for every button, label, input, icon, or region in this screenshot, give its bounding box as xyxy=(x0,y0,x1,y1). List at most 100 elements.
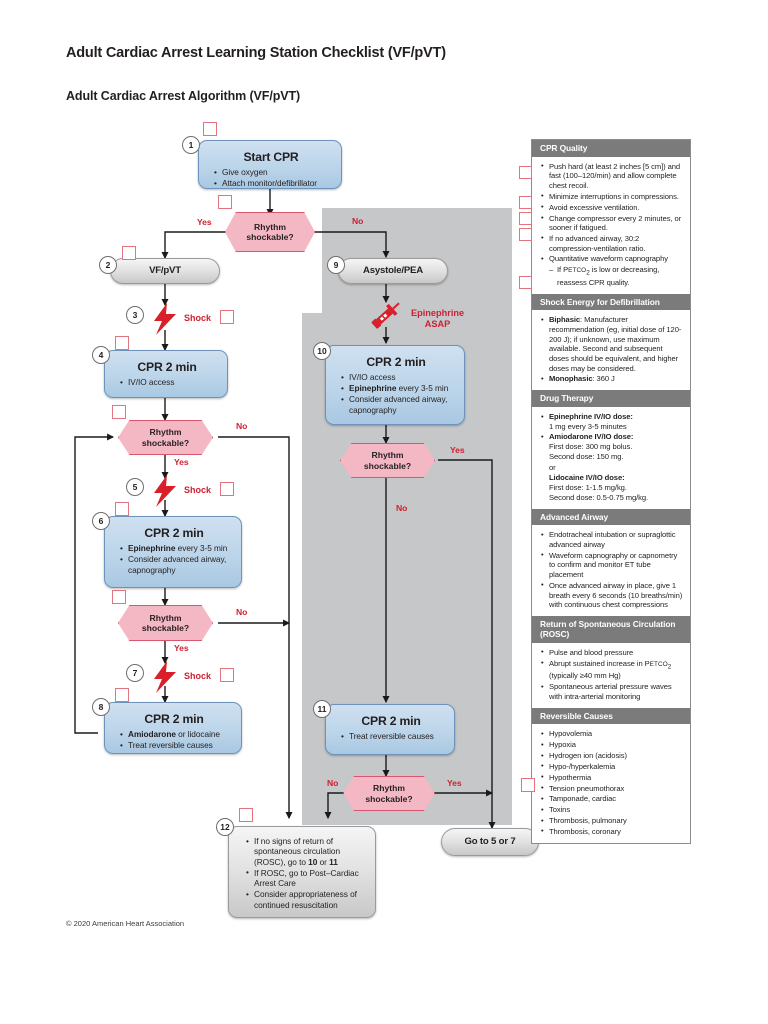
node-11-title: CPR 2 min xyxy=(361,714,421,728)
node-10-title: CPR 2 min xyxy=(366,355,426,369)
label-d2-no: No xyxy=(236,421,248,431)
label-shock-5: Shock xyxy=(184,485,212,495)
syringe-icon xyxy=(371,302,400,329)
node-10-bullet-3: Consider advanced airway, capnography xyxy=(341,394,456,415)
checkbox-decision-3[interactable] xyxy=(112,590,126,604)
node-12-bullet-2: If ROSC, go to Post–Cardiac Arrest Care xyxy=(246,867,367,889)
checkbox-cpr-quality-5[interactable] xyxy=(519,276,532,289)
checkbox-step-1[interactable] xyxy=(203,122,217,136)
checkbox-step-12[interactable] xyxy=(239,808,253,822)
copyright-footer: © 2020 American Heart Association xyxy=(66,919,185,928)
decision-2-line2: shockable? xyxy=(141,437,190,448)
epi-line-2: ASAP xyxy=(424,318,451,329)
step-circle-3: 3 xyxy=(126,306,144,324)
cpr-quality-subitem: If PETCO2 is low or decreasing, reassess… xyxy=(541,265,684,287)
step-circle-7: 7 xyxy=(126,664,144,682)
label-epinephrine-asap: Epinephrine ASAP xyxy=(411,308,464,330)
decision-5-line1: Rhythm xyxy=(373,783,405,794)
step-circle-6: 6 xyxy=(92,512,110,530)
section-header-shock-energy: Shock Energy for Defibrillation xyxy=(532,293,690,311)
reversible-cause-7: Tamponade, cardiac xyxy=(541,794,684,804)
section-header-reversible-causes: Reversible Causes xyxy=(532,707,690,725)
section-body-cpr-quality: Push hard (at least 2 inches [5 cm]) and… xyxy=(532,156,690,294)
drug-therapy-item-lidocaine: Lidocaine IV/IO dose:First dose: 1-1.5 m… xyxy=(549,473,649,502)
decision-2-line1: Rhythm xyxy=(149,427,182,438)
node-6-bullet-2: Consider advanced airway, capnography xyxy=(120,554,233,575)
checkbox-step-6[interactable] xyxy=(115,502,129,516)
shock-bolt-icon-7 xyxy=(154,661,176,693)
node-cpr-2min-8: CPR 2 min Amiodarone or lidocaine Treat … xyxy=(104,702,242,754)
reversible-cause-8: Toxins xyxy=(541,805,684,815)
step-circle-4: 4 xyxy=(92,346,110,364)
checkbox-decision-2[interactable] xyxy=(112,405,126,419)
node-start-cpr-bullet-1: Give oxygen xyxy=(214,167,333,178)
node-4-title: CPR 2 min xyxy=(137,360,197,374)
section-header-cpr-quality: CPR Quality xyxy=(532,140,690,157)
node-4-bullet-1: IV/IO access xyxy=(120,377,219,388)
checkbox-step-4[interactable] xyxy=(115,336,129,350)
reversible-cause-9: Thrombosis, pulmonary xyxy=(541,816,684,826)
section-body-rosc: Pulse and blood pressure Abrupt sustaine… xyxy=(532,642,690,708)
node-asystole-pea-label: Asystole/PEA xyxy=(363,264,423,276)
checkbox-cpr-quality-4[interactable] xyxy=(519,228,532,241)
step-circle-12: 12 xyxy=(216,818,234,836)
section-header-drug-therapy: Drug Therapy xyxy=(532,390,690,408)
node-6-title: CPR 2 min xyxy=(144,526,204,540)
drug-therapy-item-epinephrine: Epinephrine IV/IO dose:1 mg every 3-5 mi… xyxy=(541,412,684,431)
epi-line-1: Epinephrine xyxy=(411,308,465,318)
node-vf-pvt: VF/pVT xyxy=(110,258,220,284)
cpr-quality-item-1: Push hard (at least 2 inches [5 cm]) and… xyxy=(541,161,684,191)
checkbox-shock-5[interactable] xyxy=(220,482,234,496)
shock-bolt-icon-3 xyxy=(154,303,176,335)
cpr-quality-item-5: If no advanced airway, 30:2 compression-… xyxy=(541,233,684,253)
page-title: Adult Cardiac Arrest Learning Station Ch… xyxy=(66,45,446,61)
node-asystole-pea: Asystole/PEA xyxy=(338,258,448,284)
shock-energy-item-1: Biphasic: Manufacturer recommendation (e… xyxy=(541,315,684,373)
shock-energy-item-2: Monophasic: 360 J xyxy=(541,374,684,384)
drug-therapy-or: or xyxy=(549,462,556,472)
node-cpr-2min-11: CPR 2 min Treat reversible causes xyxy=(325,704,455,755)
label-d3-no: No xyxy=(236,607,248,617)
reversible-cause-6: Tension pneumothorax xyxy=(541,783,684,794)
node-start-cpr-bullet-2: Attach monitor/defibrillator xyxy=(214,178,333,189)
checkbox-shock-7[interactable] xyxy=(220,668,234,682)
node-cpr-2min-10: CPR 2 min IV/IO access Epinephrine every… xyxy=(325,345,465,425)
decision-rhythm-shockable-3: Rhythm shockable? xyxy=(118,605,213,641)
checkbox-decision-5[interactable] xyxy=(521,778,535,792)
algorithm-title: Adult Cardiac Arrest Algorithm (VF/pVT) xyxy=(66,89,301,103)
checkbox-cpr-quality-3[interactable] xyxy=(519,212,532,225)
node-10-bullet-1: IV/IO access xyxy=(341,372,456,383)
node-8-bullet-2: Treat reversible causes xyxy=(120,740,233,751)
checkbox-decision-1[interactable] xyxy=(218,195,232,209)
advanced-airway-item-3: Once advanced airway in place, give 1 br… xyxy=(541,580,684,610)
decision-3-line2: shockable? xyxy=(141,623,190,633)
label-d1-yes: Yes xyxy=(197,217,212,227)
checkbox-cpr-quality-2[interactable] xyxy=(519,196,532,209)
checkbox-cpr-quality-1[interactable] xyxy=(519,166,532,179)
node-12-bullet-3: Consider appropriateness of continued re… xyxy=(246,889,367,910)
rosc-item-2: Abrupt sustained increase in PETCO2 (typ… xyxy=(541,658,684,681)
node-post-arrest-decisions: If no signs of return of spontaneous cir… xyxy=(228,826,376,918)
section-header-advanced-airway: Advanced Airway xyxy=(532,508,690,526)
checkbox-step-8[interactable] xyxy=(115,688,129,702)
label-d4-no: No xyxy=(396,503,408,513)
node-go-to-label: Go to 5 or 7 xyxy=(464,835,516,847)
node-cpr-2min-6: CPR 2 min Epinephrine every 3-5 min Cons… xyxy=(104,516,242,588)
decision-3-line1: Rhythm xyxy=(149,612,182,623)
node-go-to-5-or-7: Go to 5 or 7 xyxy=(441,828,539,856)
checkbox-step-2[interactable] xyxy=(122,246,136,260)
checkbox-shock-3[interactable] xyxy=(220,310,234,324)
step-circle-10: 10 xyxy=(313,342,331,360)
label-shock-7: Shock xyxy=(184,671,212,681)
node-10-bullet-2: Epinephrine every 3-5 min xyxy=(341,383,456,394)
label-d5-yes: Yes xyxy=(447,778,462,788)
node-start-cpr: Start CPR Give oxygen Attach monitor/def… xyxy=(198,140,342,189)
node-8-bullet-1: Amiodarone or lidocaine xyxy=(120,729,233,740)
step-circle-9: 9 xyxy=(327,256,345,274)
node-cpr-2min-4: CPR 2 min IV/IO access xyxy=(104,350,228,398)
label-d2-yes: Yes xyxy=(174,457,189,467)
shock-bolt-icon-5 xyxy=(154,475,176,507)
advanced-airway-item-2: Waveform capnography or capnometry to co… xyxy=(541,550,684,580)
rosc-item-1: Pulse and blood pressure xyxy=(541,647,684,658)
